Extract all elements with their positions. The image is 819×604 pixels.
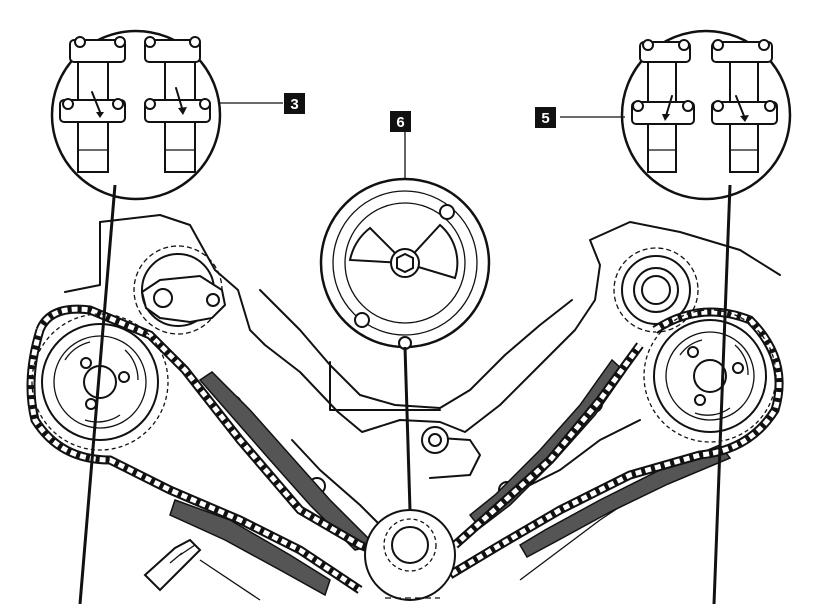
right-camshaft-detail-view <box>620 29 792 201</box>
crankshaft-detail-view <box>319 177 491 350</box>
callout-5: 5 <box>535 107 556 128</box>
leader-lines <box>78 102 732 604</box>
timing-chains <box>26 304 784 594</box>
crankshaft-sprocket <box>364 509 456 601</box>
left-camshaft-detail-view <box>50 29 222 201</box>
right-camshaft-sprocket <box>643 309 777 443</box>
chain-guides <box>169 358 732 597</box>
sensor-plug <box>143 538 202 592</box>
callout-6: 6 <box>390 111 411 132</box>
right-upper-sprocket <box>613 247 699 333</box>
callout-3: 3 <box>284 93 305 114</box>
svg-text:6: 6 <box>396 114 404 131</box>
left-upper-sprocket <box>133 245 227 335</box>
svg-text:5: 5 <box>541 110 549 127</box>
svg-text:3: 3 <box>290 96 298 113</box>
